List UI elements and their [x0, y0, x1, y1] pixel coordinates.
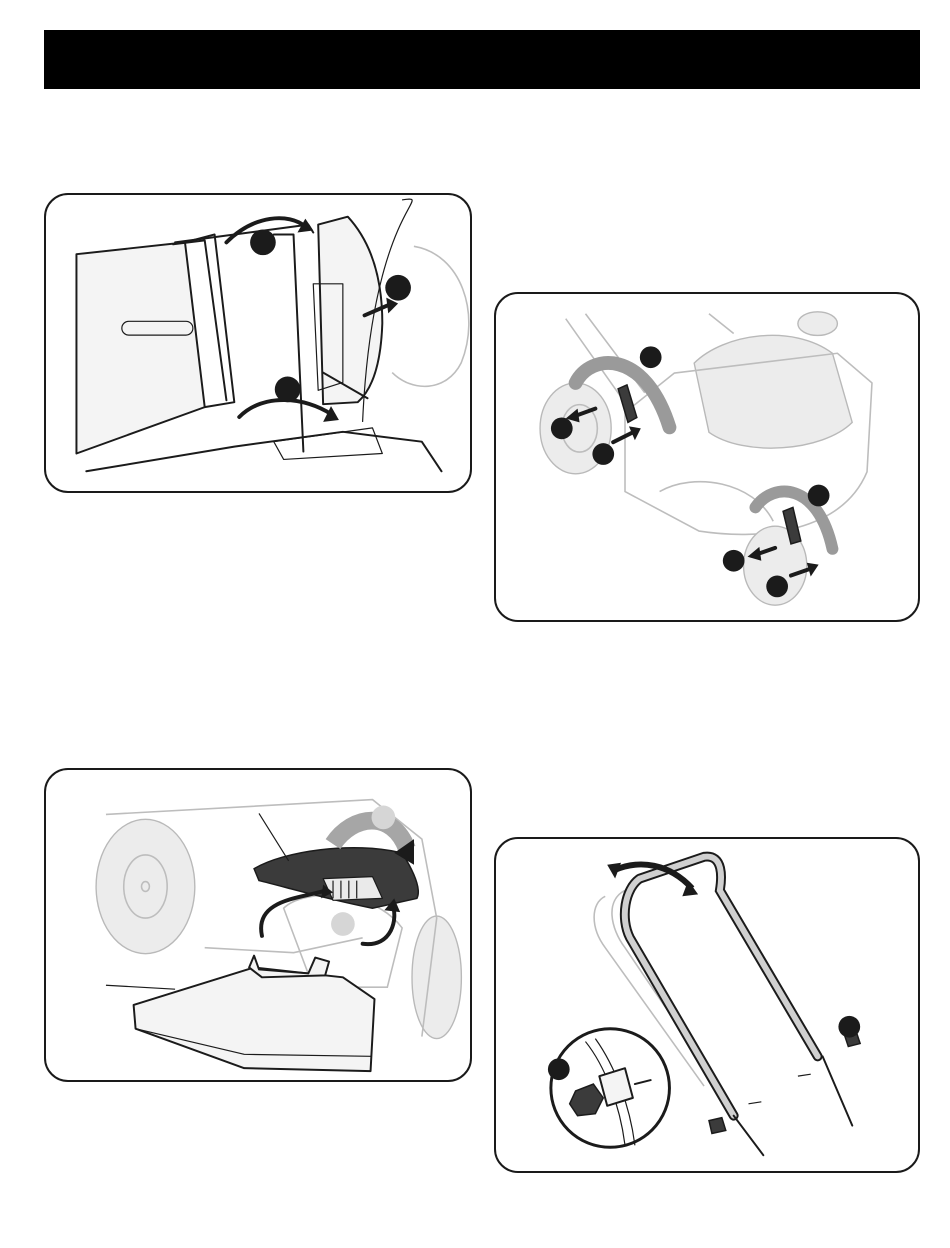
arrow-hook-left	[261, 890, 325, 935]
callout-1	[250, 230, 276, 256]
section-header-bar	[44, 30, 920, 89]
lift-door-arrow	[333, 821, 407, 849]
mower-deck-edge	[86, 432, 441, 471]
chute-hook-bar	[249, 956, 329, 978]
bolts	[749, 1074, 811, 1104]
rear-height-lever	[618, 385, 637, 423]
left-knob	[709, 1118, 726, 1134]
leader-door	[259, 813, 289, 860]
callout-2	[838, 1016, 860, 1038]
figure-discharge-chute	[44, 768, 472, 1082]
callout-2	[551, 417, 573, 439]
mower-rear-edge	[274, 234, 304, 451]
callout-5	[723, 550, 745, 572]
leader-chute	[106, 985, 175, 989]
handle-adjustment-illustration	[496, 839, 918, 1171]
callout-2	[275, 377, 301, 403]
callout-1	[548, 1058, 570, 1080]
callout-1	[372, 806, 396, 830]
figure-wheel-height	[494, 292, 920, 622]
engine-ghost	[694, 335, 852, 448]
callout-4	[808, 485, 830, 507]
figure-handle-adjustment	[494, 837, 920, 1173]
callout-1	[640, 346, 662, 368]
deck-rear-plate	[274, 428, 383, 460]
discharge-chute-illustration	[46, 770, 470, 1080]
callout-2	[331, 912, 355, 936]
fuel-cap-ghost	[798, 312, 838, 336]
lower-handle-tubes	[734, 1056, 853, 1155]
callout-3	[592, 443, 614, 465]
arrow-lower-hook	[239, 400, 331, 417]
callout-3	[385, 275, 411, 301]
rear-push-arrow	[613, 432, 633, 442]
callout-6	[766, 576, 788, 598]
grass-bag-illustration	[46, 195, 470, 491]
wheel-height-illustration	[496, 294, 918, 620]
rear-wheel-ghost	[392, 246, 469, 386]
door-spring	[323, 877, 382, 901]
wheel-ghost-front	[412, 916, 461, 1038]
figure-grass-bag	[44, 193, 472, 493]
wheel-ghost-rear	[96, 819, 195, 953]
grass-bag-body	[76, 242, 204, 453]
